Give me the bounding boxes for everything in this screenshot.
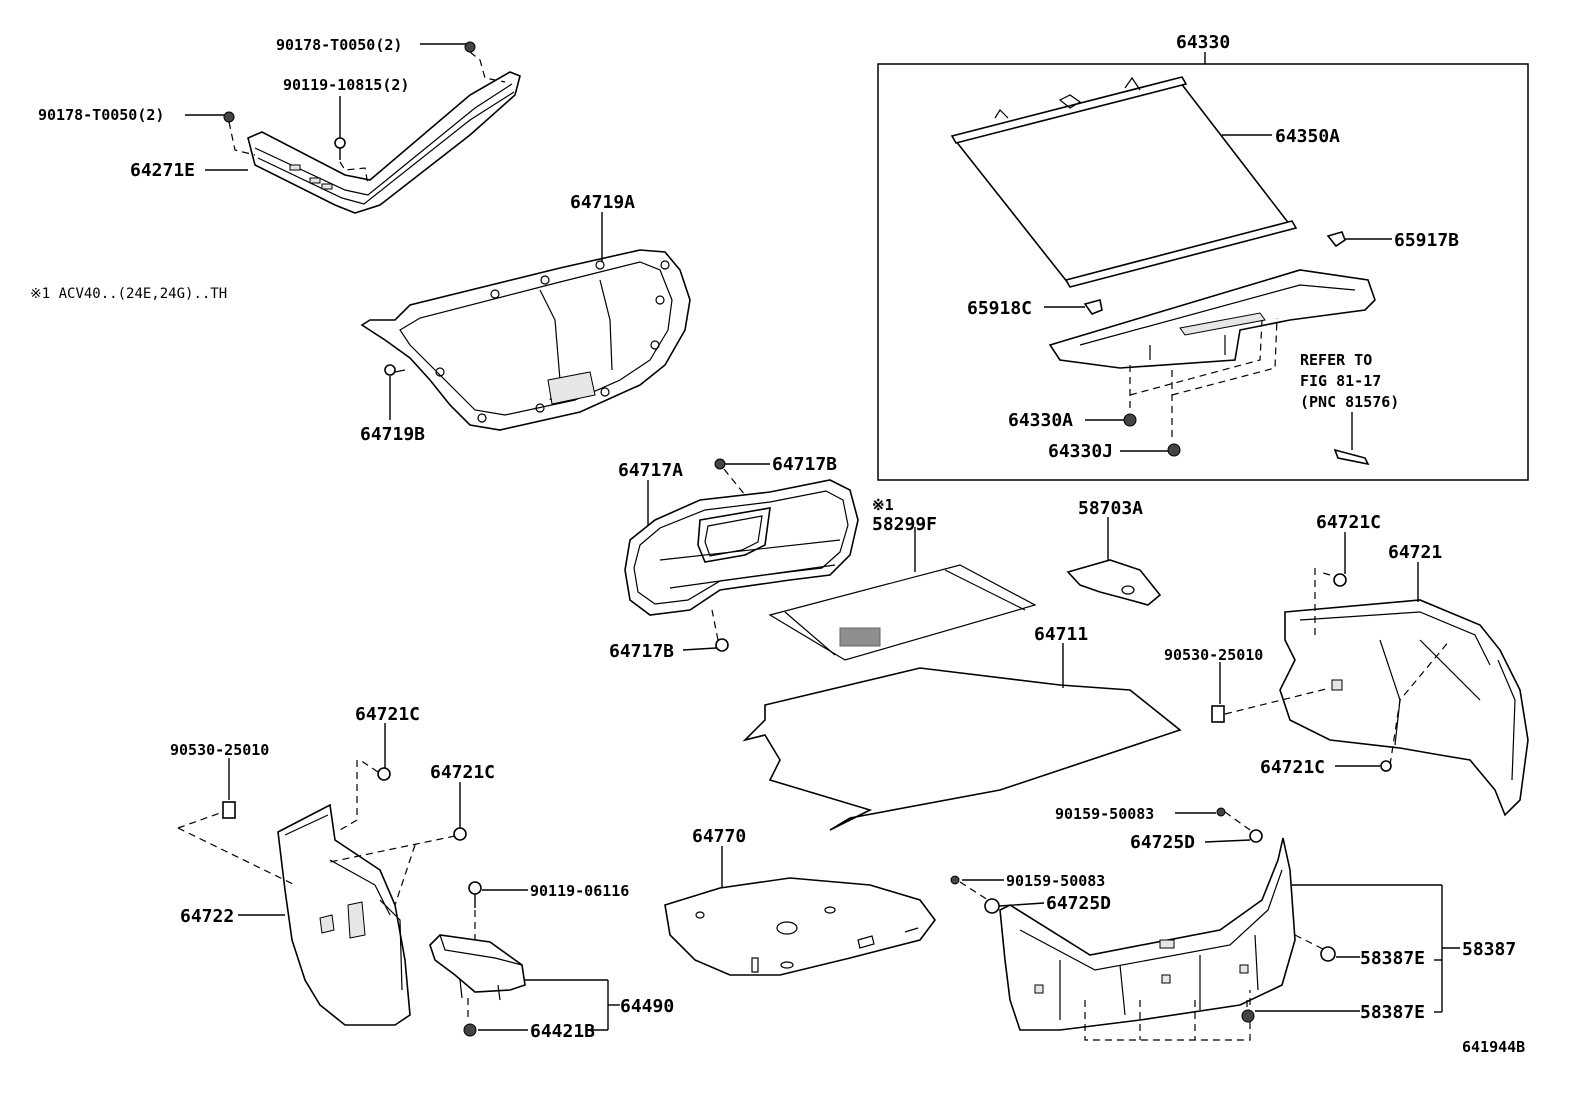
clip-65918C — [1083, 299, 1103, 315]
part-64719A-drawing — [360, 249, 691, 431]
label-64421B: 64421B — [530, 1021, 595, 1042]
label-64770: 64770 — [692, 826, 746, 847]
label-64271E: 64271E — [130, 160, 195, 181]
clip-90530-25010-right — [1211, 705, 1225, 723]
label-64717B-top: 64717B — [772, 454, 837, 475]
label-64711: 64711 — [1034, 624, 1088, 645]
clip-65917B — [1326, 231, 1346, 248]
label-58299F: 58299F — [872, 514, 937, 535]
clip-64721C-left-top — [377, 767, 391, 781]
clip-64717B-bottom — [715, 638, 729, 652]
label-90159-50083-b: 90159-50083 — [1006, 872, 1105, 890]
label-90530-25010-right: 90530-25010 — [1164, 646, 1263, 664]
label-64490: 64490 — [620, 996, 674, 1017]
refer-note-line2: FIG 81-17 — [1300, 372, 1381, 390]
label-64330A: 64330A — [1008, 410, 1073, 431]
label-90119-10815: 90119-10815(2) — [283, 76, 409, 94]
part-64271E-drawing — [247, 71, 521, 214]
clip-64717B-top — [714, 458, 726, 470]
clip-58387E-a — [1320, 946, 1336, 962]
label-64350A: 64350A — [1275, 126, 1340, 147]
refer-note-line1: REFER TO — [1300, 351, 1372, 369]
applicability-note: ※1 ACV40..(24E,24G)..TH — [30, 286, 227, 302]
part-64721-right-side-trim — [1279, 599, 1529, 817]
clip-64721C-left-mid — [453, 827, 467, 841]
part-64711-trunk-mat — [742, 667, 1182, 831]
clip-64725D-b — [984, 898, 1000, 914]
label-64330: 64330 — [1176, 32, 1230, 53]
label-90530-25010-left: 90530-25010 — [170, 741, 269, 759]
label-58387E-b: 58387E — [1360, 1002, 1425, 1023]
clip-64721C-right — [1380, 760, 1392, 772]
label-64721C-top-right: 64721C — [1316, 512, 1381, 533]
part-64722-left-side-trim — [277, 803, 411, 1026]
part-58299F-luggage-net — [768, 564, 1037, 661]
label-64721C-right: 64721C — [1260, 757, 1325, 778]
label-90159-50083-a: 90159-50083 — [1055, 805, 1154, 823]
screw-90119-10815 — [334, 137, 346, 160]
label-90178-T0050-top: 90178-T0050(2) — [276, 36, 402, 54]
refer-note-line3: (PNC 81576) — [1300, 393, 1399, 411]
clip-64721C-top-right — [1333, 573, 1347, 587]
label-64721C-left-mid: 64721C — [430, 762, 495, 783]
part-58387-rear-trim — [999, 837, 1296, 1031]
clip-64330J — [1167, 443, 1181, 457]
part-64717A-drawing — [624, 479, 859, 616]
clip-90530-25010-left — [222, 801, 236, 819]
figure-code: 641944B — [1462, 1038, 1525, 1056]
clip-58387E-b — [1241, 1009, 1255, 1023]
screw-90159-50083-b — [950, 875, 960, 885]
clip-64719B — [384, 364, 396, 376]
label-64725D-b: 64725D — [1046, 893, 1111, 914]
part-64330-deck-board — [1048, 269, 1376, 369]
label-64722: 64722 — [180, 906, 234, 927]
part-58703A-drawing — [1066, 559, 1162, 606]
label-64717B-bottom: 64717B — [609, 641, 674, 662]
clip-64725D-a — [1249, 829, 1263, 843]
tonneau-cover-group-box — [877, 63, 1529, 481]
part-64770-deck-board — [664, 877, 936, 976]
label-mark-1: ※1 — [872, 496, 894, 514]
label-64721: 64721 — [1388, 542, 1442, 563]
clip-64330A — [1123, 413, 1137, 427]
clip-64421B — [463, 1023, 477, 1037]
clip-90178-left — [223, 111, 235, 123]
label-64717A: 64717A — [618, 460, 683, 481]
label-65917B: 65917B — [1394, 230, 1459, 251]
label-58703A: 58703A — [1078, 498, 1143, 519]
label-58387E-a: 58387E — [1360, 948, 1425, 969]
ref-part-81576 — [1333, 448, 1370, 466]
part-64490-storage-box — [429, 934, 526, 1001]
label-65918C: 65918C — [967, 298, 1032, 319]
label-90119-06116: 90119-06116 — [530, 882, 629, 900]
label-64330J: 64330J — [1048, 441, 1113, 462]
label-64721C-left-top: 64721C — [355, 704, 420, 725]
label-64719A: 64719A — [570, 192, 635, 213]
label-64719B: 64719B — [360, 424, 425, 445]
label-90178-T0050-left: 90178-T0050(2) — [38, 106, 164, 124]
part-64350A-roller-blind — [950, 76, 1298, 288]
bolt-90119-06116 — [468, 881, 482, 908]
label-58387: 58387 — [1462, 939, 1516, 960]
label-64725D-a: 64725D — [1130, 832, 1195, 853]
clip-90178-top — [464, 41, 476, 53]
screw-90159-50083-a — [1216, 807, 1226, 817]
